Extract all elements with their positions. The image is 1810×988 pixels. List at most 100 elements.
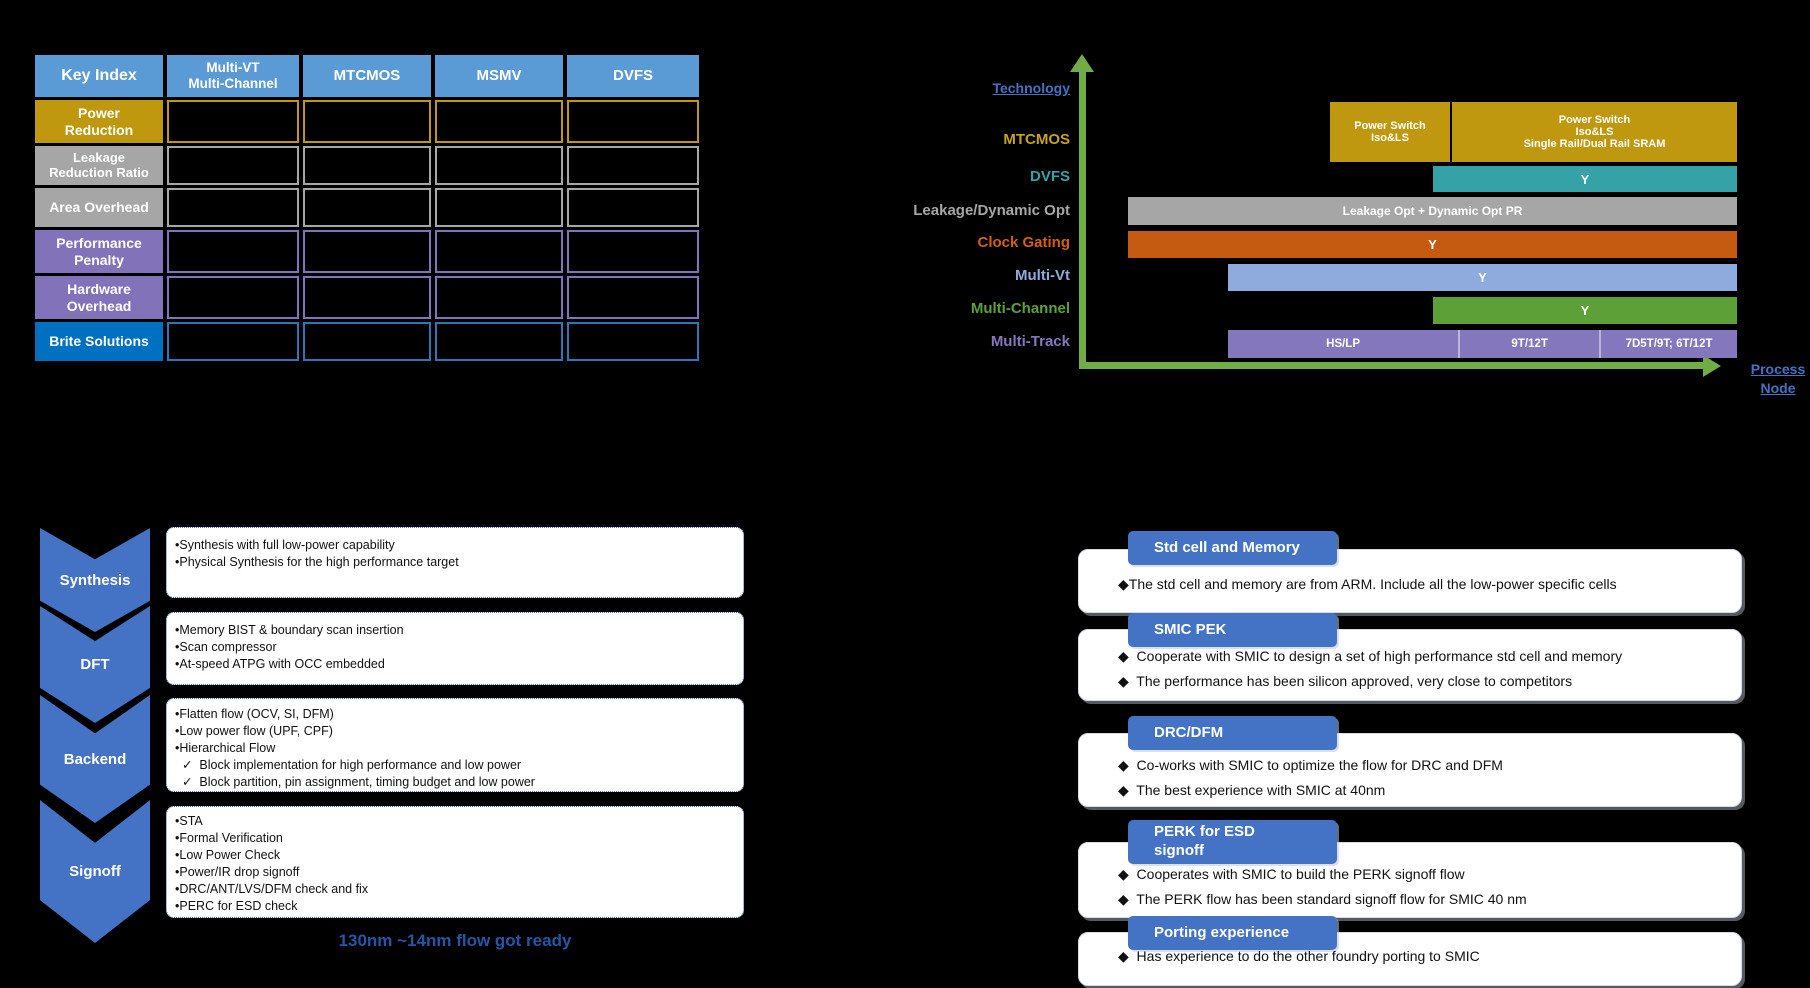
card-title-porting-experience: Porting experience: [1128, 916, 1337, 950]
card-item: ◆ Cooperate with SMIC to design a set of…: [1118, 648, 1623, 664]
y-axis-label-link[interactable]: Technology: [992, 80, 1070, 96]
flow-item: •DRC/ANT/LVS/DFM check and fix: [175, 882, 369, 896]
flow-item: •PERC for ESD check: [175, 899, 298, 913]
y-axis-arrow-icon: [1070, 54, 1094, 72]
card-items-smic-pek: ◆ Cooperate with SMIC to design a set of…: [1118, 644, 1730, 694]
table-cell: [567, 230, 699, 273]
card-item: ◆ The best experience with SMIC at 40nm: [1118, 782, 1386, 798]
table-col-header: MTCMOS: [303, 55, 431, 97]
card-item: ◆ The performance has been silicon appro…: [1118, 673, 1573, 689]
table-cell: [167, 276, 299, 319]
card-item: ◆The std cell and memory are from ARM. I…: [1118, 576, 1617, 592]
chart-row-label: MTCMOS: [1003, 131, 1070, 148]
flow-items-synthesis: •Synthesis with full low-power capabilit…: [167, 528, 743, 571]
table-cell: [435, 188, 563, 227]
table-cell: [167, 322, 299, 361]
flow-box-synthesis: •Synthesis with full low-power capabilit…: [166, 527, 744, 598]
table-row-label: Brite Solutions: [35, 322, 163, 361]
flow-box-dft: •Memory BIST & boundary scan insertion •S…: [166, 612, 744, 685]
bar-segment-multi-track-2: 9T/12T: [1458, 330, 1599, 358]
flow-box-signoff: •STA •Formal Verification •Low Power Check…: [166, 806, 744, 918]
table-cell: [303, 322, 431, 361]
table-cell: [567, 146, 699, 185]
table-col-header: Multi-VT Multi-Channel: [167, 55, 299, 97]
flow-item: •Memory BIST & boundary scan insertion: [175, 623, 404, 637]
flow-item: •Power/IR drop signoff: [175, 865, 300, 879]
flow-item: •Synthesis with full low-power capabilit…: [175, 538, 395, 552]
flow-items-dft: •Memory BIST & boundary scan insertion •S…: [167, 613, 743, 673]
card-title-smic-pek: SMIC PEK: [1128, 613, 1337, 647]
flow-item: •Physical Synthesis for the high perform…: [175, 555, 459, 569]
flow-item: •STA: [175, 814, 203, 828]
flow-items-backend: •Flatten flow (OCV, SI, DFM) •Low power f…: [167, 699, 743, 791]
table-cell: [167, 230, 299, 273]
card-title-std-cell-memory: Std cell and Memory: [1128, 531, 1337, 565]
bar-dvfs: Y: [1433, 166, 1737, 192]
table-cell: [435, 146, 563, 185]
table-cell: [435, 100, 563, 143]
card-title-perk-esd-signoff: PERK for ESD signoff: [1128, 820, 1337, 864]
flow-item: •Hierarchical Flow: [175, 741, 276, 755]
y-axis-line: [1079, 70, 1086, 368]
x-axis-label-link[interactable]: Process Node: [1750, 361, 1806, 396]
table-corner-header: Key Index: [35, 55, 163, 97]
flow-items-signoff: •STA •Formal Verification •Low Power Check…: [167, 807, 743, 915]
card-item: ◆ Co-works with SMIC to optimize the flo…: [1118, 757, 1503, 773]
bar-leakage-dynamic-opt: Leakage Opt + Dynamic Opt PR: [1128, 197, 1737, 225]
table-cell: [435, 322, 563, 361]
flow-item: ✓ Block implementation for high performa…: [175, 758, 522, 772]
chart-row-label: Multi-Channel: [970, 300, 1070, 317]
table-cell: [303, 188, 431, 227]
table-cell: [167, 188, 299, 227]
table-row-label: Power Reduction: [35, 100, 163, 143]
table-col-header: MSMV: [435, 55, 563, 97]
flow-item: •Low Power Check: [175, 848, 281, 862]
table-col-header: DVFS: [567, 55, 699, 97]
flow-item: •Low power flow (UPF, CPF): [175, 724, 333, 738]
key-index-table: Key Index Multi-VT Multi-Channel MTCMOS …: [35, 55, 699, 361]
chart-row-label: Clock Gating: [977, 234, 1070, 251]
table-cell: [303, 146, 431, 185]
card-item: ◆ Has experience to do the other foundry…: [1118, 948, 1480, 964]
table-row-label: Leakage Reduction Ratio: [35, 146, 163, 185]
card-title-drc-dfm: DRC/DFM: [1128, 716, 1337, 750]
table-cell: [167, 100, 299, 143]
card-items-std-cell-memory: ◆The std cell and memory are from ARM. I…: [1118, 572, 1730, 597]
table-cell: [303, 230, 431, 273]
table-cell: [567, 100, 699, 143]
bar-segment-multi-track-3: 7D5T/9T; 6T/12T: [1599, 330, 1737, 358]
table-row-label: Area Overhead: [35, 188, 163, 227]
flow-item: ✓ Block partition, pin assignment, timin…: [175, 775, 535, 789]
card-item: ◆ The PERK flow has been standard signof…: [1118, 891, 1527, 907]
card-item: ◆ Cooperates with SMIC to build the PERK…: [1118, 866, 1465, 882]
flow-item: •Scan compressor: [175, 640, 277, 654]
chart-row-label: DVFS: [1029, 168, 1070, 185]
x-axis-line: [1079, 362, 1704, 369]
bar-multi-vt: Y: [1228, 264, 1737, 291]
chart-row-label: Multi-Vt: [1015, 267, 1070, 284]
chart-row-label: Leakage/Dynamic Opt: [913, 202, 1070, 219]
flow-step-synthesis: Synthesis: [40, 528, 150, 632]
table-cell: [567, 188, 699, 227]
table-cell: [567, 322, 699, 361]
flow-item: •Formal Verification: [175, 831, 283, 845]
card-items-drc-dfm: ◆ Co-works with SMIC to optimize the flo…: [1118, 753, 1730, 803]
card-items-porting-experience: ◆ Has experience to do the other foundry…: [1118, 944, 1730, 969]
table-row-label: Performance Penalty: [35, 230, 163, 273]
bar-clock-gating: Y: [1128, 231, 1737, 258]
x-axis-arrow-icon: [1703, 355, 1721, 377]
table-cell: [303, 100, 431, 143]
flow-item: •At-speed ATPG with OCC embedded: [175, 657, 385, 671]
table-cell: [435, 276, 563, 319]
bar-segment-mtcmos-2: Power Switch Iso&LS Single Rail/Dual Rai…: [1452, 102, 1737, 162]
bar-segment-mtcmos-1: Power Switch Iso&LS: [1330, 102, 1450, 162]
bar-multi-track: HS/LP 9T/12T 7D5T/9T; 6T/12T: [1228, 330, 1737, 358]
flow-footnote: 130nm ~14nm flow got ready: [338, 931, 572, 950]
table-cell: [567, 276, 699, 319]
flow-box-backend: •Flatten flow (OCV, SI, DFM) •Low power f…: [166, 698, 744, 792]
table-cell: [435, 230, 563, 273]
table-cell: [303, 276, 431, 319]
table-row-label: Hardware Overhead: [35, 276, 163, 319]
flow-item: •Flatten flow (OCV, SI, DFM): [175, 707, 334, 721]
